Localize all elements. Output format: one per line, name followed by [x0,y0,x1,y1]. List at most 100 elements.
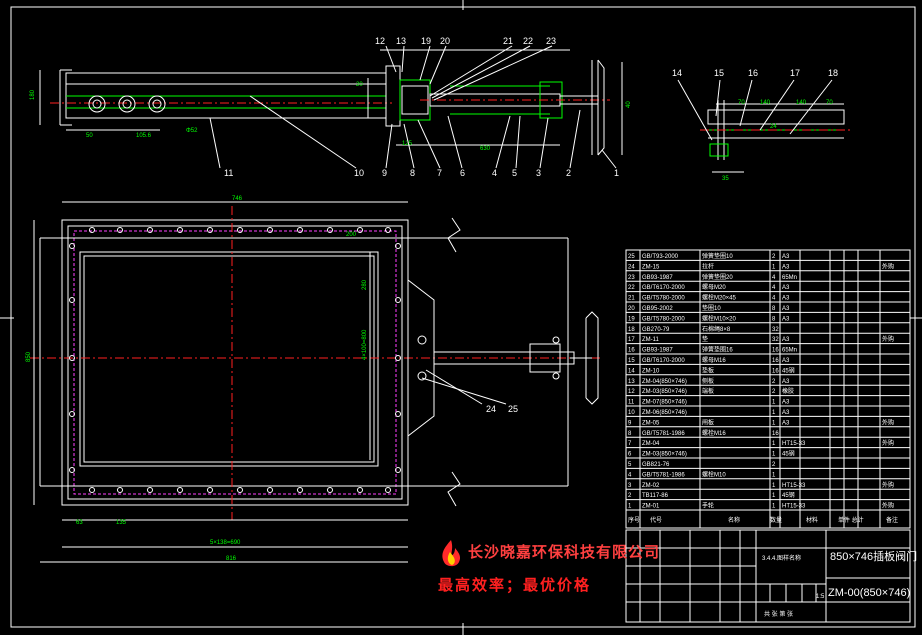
bom-cell-qty: 4 [772,296,776,302]
bolt-hole [395,355,401,361]
balloon-15: 15 [714,68,724,78]
bom-cell-mat: A3 [782,379,790,385]
balloon-14: 14 [672,68,682,78]
bolt-hole [297,227,303,233]
bom-cell-no: 20 [628,306,635,312]
bolt-hole [395,243,401,249]
bom-cell-no: 2 [628,493,632,499]
balloon-11: 11 [224,168,233,178]
balloon-24: 24 [486,404,496,414]
company-watermark: 长沙晓嘉环保科技有限公司 最高效率；最优价格 [432,538,659,598]
bom-cell-name: 螺栓M10×20 [702,314,737,322]
dim-4x100: 4×100=800 [362,329,368,360]
bolt-hole [147,227,153,233]
title-product: 850×746插板阀门 [830,549,917,563]
bom-cell-no: 24 [628,264,635,270]
bom-cell-name: 垫 [702,335,708,343]
bolt-hole [69,411,75,417]
bolt-holes [69,227,401,493]
bom-cell-no: 17 [628,337,635,343]
bolt-hole [385,227,391,233]
title-drawing-no: ZM-00(850×746) [828,587,910,599]
dim-70a: 70 [738,100,745,106]
bom-cell-qty: 16 [772,431,779,437]
bom-cell-mat: A3 [782,358,790,364]
balloon-19: 19 [421,36,431,46]
bolt-hole [69,467,75,473]
balloon-21: 21 [503,36,513,46]
balloon-20: 20 [440,36,450,46]
bom-cell-no: 25 [628,254,635,260]
bom-cell-qty: 1 [772,472,776,478]
bolt-hole [69,297,75,303]
company-name: 长沙晓嘉环保科技有限公司 [468,543,661,561]
bom-cell-note: 外购 [882,418,894,426]
balloon-16: 16 [748,68,758,78]
bom-header-weight: 单件 总计 [838,516,864,524]
title-scale: 1:5 [816,594,825,600]
bolt-hole [89,227,95,233]
bolt-hole [237,227,243,233]
bom-cell-code: GB/T93-2000 [642,254,679,260]
bolt-hole [117,487,123,493]
bom-cell-code: GB/T5780-2000 [642,296,685,302]
bolt-hole [357,487,363,493]
bom-cell-qty: 1 [772,410,776,416]
bom-cell-no: 6 [628,452,632,458]
bom-cell-mat: A3 [782,306,790,312]
dim-70b: 70 [826,100,833,106]
bom-cell-no: 21 [628,296,635,302]
bom-cell-code: ZM-05 [642,420,660,426]
bolt-hole [267,227,273,233]
bom-cell-no: 18 [628,327,635,333]
title-block [625,529,911,623]
balloon-8: 8 [410,168,415,178]
bom-cell-name: 弹簧垫圈10 [702,252,733,260]
bom-cell-name: 垫圈10 [702,304,721,312]
bolt-hole [395,467,401,473]
bom-cell-qty: 4 [772,285,776,291]
bom-cell-qty: 16 [772,358,779,364]
bom-cell-qty: 1 [772,483,776,489]
bom-cell-name: 手轮 [702,502,714,510]
bom-cell-no: 8 [628,431,632,437]
bom-cell-code: ZM-10 [642,368,660,374]
plan-view [30,201,600,563]
bom-cell-no: 1 [628,504,632,510]
bom-cell-mat: A3 [782,285,790,291]
bom-cell-mat: 45钢 [782,491,795,499]
bom-cell-code: ZM-11 [642,337,660,343]
bom-cell-mat: A3 [782,337,790,343]
bom-cell-no: 19 [628,316,635,322]
bom-cell-mat: HT15-33 [782,483,806,489]
bolt-hole [267,487,273,493]
bom-cell-mat: HT15-33 [782,441,806,447]
bom-cell-qty: 1 [772,441,776,447]
bom-cell-name: 石棉绳8×8 [702,325,731,333]
bom-cell-qty: 16 [772,348,779,354]
bom-cell-qty: 8 [772,316,776,322]
bom-cell-code: GB93-1987 [642,275,673,281]
bom-cell-mat: A3 [782,316,790,322]
bom-cell-mat: A3 [782,254,790,260]
bom-cell-mat: 橡胶 [782,387,794,395]
dim-5x138: 5×138=690 [210,540,241,546]
bom-cell-code: ZM-07(850×746) [642,400,687,406]
title-sheet-info: 共 张 第 张 [764,610,793,618]
bom-cell-no: 12 [628,389,635,395]
balloon-3: 3 [536,168,541,178]
bom-cell-code: ZM-03(850×746) [642,389,687,395]
bom-cell-name: 螺栓M20×45 [702,294,737,302]
balloon-1: 1 [614,168,619,178]
bom-cell-qty: 8 [772,306,776,312]
balloon-9: 9 [382,168,387,178]
bom-cell-code: GB95-2002 [642,306,673,312]
dim-630: 630 [480,146,491,152]
bom-cell-no: 5 [628,462,632,468]
bom-cell-qty: 2 [772,462,776,468]
balloon-12: 12 [375,36,385,46]
bom-header-mat: 材料 [806,516,818,524]
dim-24: 24 [770,124,777,130]
bolt-hole [385,487,391,493]
